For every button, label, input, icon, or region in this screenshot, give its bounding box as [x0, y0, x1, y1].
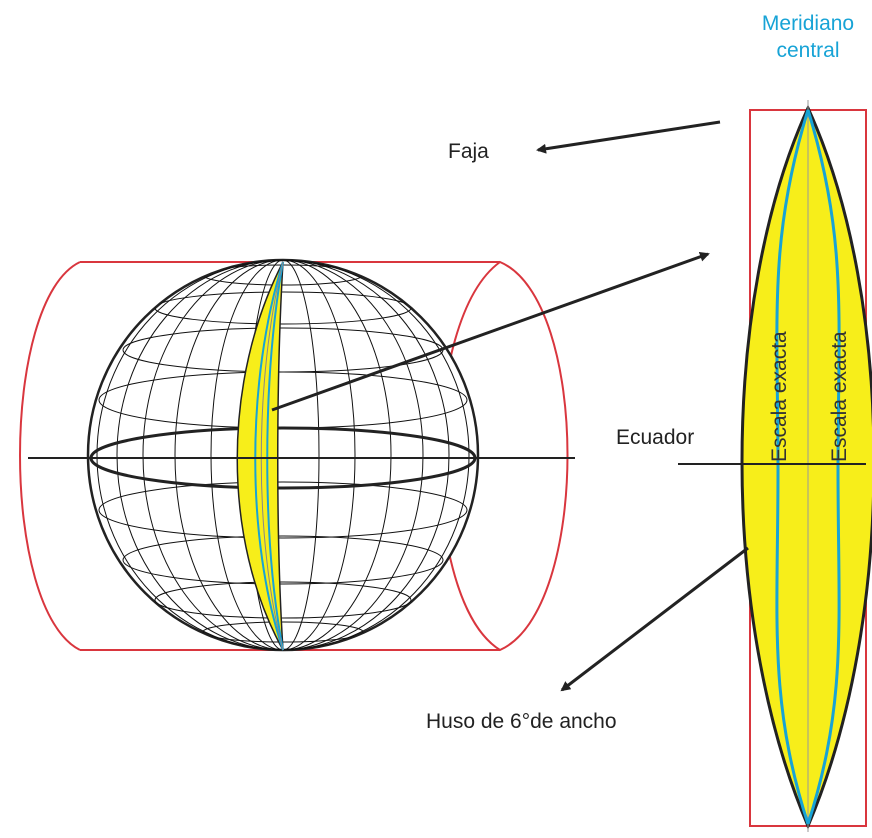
- ecuador-label: Ecuador: [616, 426, 694, 449]
- escala-label-right: Escala exacta: [828, 331, 851, 462]
- escala-label-left: Escala exacta: [768, 331, 791, 462]
- faja-label: Faja: [448, 140, 489, 163]
- globe-to-zone-arrow: [271, 251, 710, 412]
- projected-huso: [740, 104, 872, 830]
- projected-zone: [678, 100, 872, 832]
- meridian-label-line2: central: [776, 39, 839, 62]
- globe: [86, 258, 480, 652]
- meridian-label-line1: Meridiano: [762, 12, 854, 35]
- scale-line-right: [806, 109, 841, 825]
- huso-arrow: [560, 546, 749, 692]
- scale-line-left: [775, 109, 810, 825]
- arrows: [271, 120, 749, 692]
- cylinder-left-cap: [19, 261, 81, 651]
- faja-arrow: [536, 120, 721, 154]
- graticule: [96, 260, 470, 650]
- huso-label: Huso de 6°de ancho: [426, 710, 617, 733]
